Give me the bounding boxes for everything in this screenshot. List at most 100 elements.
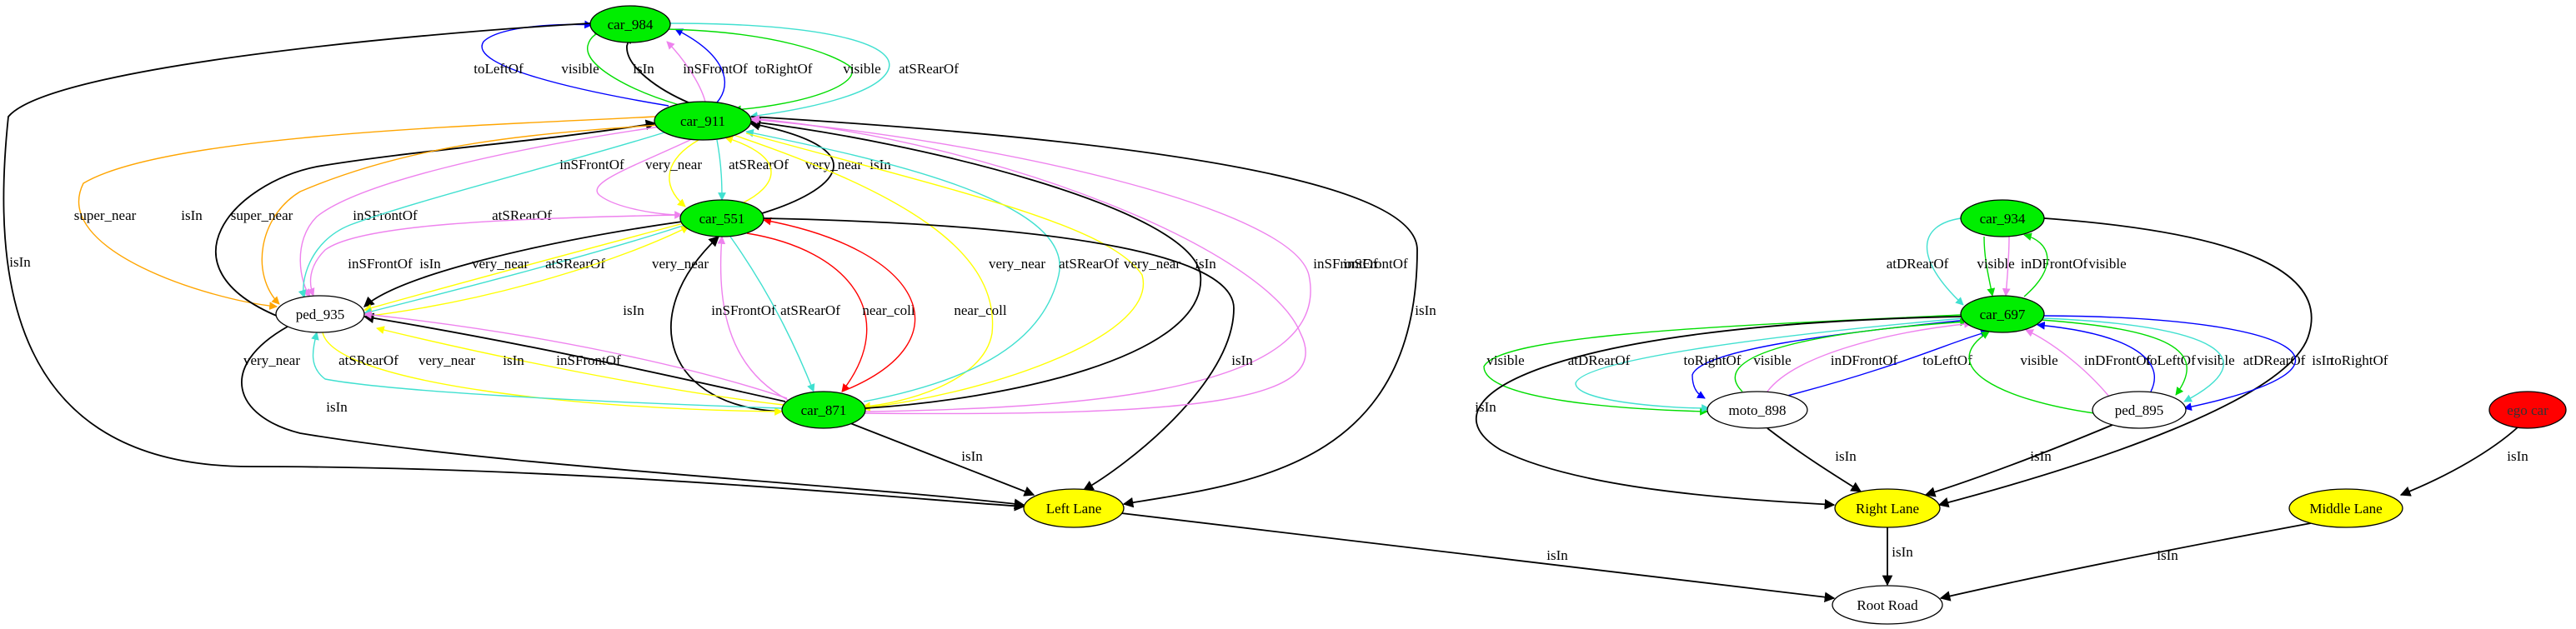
edge-car-911-very-near-car-871: very_near [745, 132, 1180, 412]
edge-label: toLeftOf [2146, 352, 2196, 368]
edge-label: visible [2197, 352, 2234, 368]
edge-label: isIn [1475, 399, 1496, 415]
node-car-984: car_984 [589, 5, 671, 43]
edge-line [2025, 329, 2110, 397]
node-label: ego car [2507, 402, 2548, 418]
edge-line [1476, 316, 1962, 510]
edge-label: isIn [326, 399, 348, 415]
edge-label: atSRearOf [338, 352, 398, 368]
edge-car-871-insfrontof-car-911: inSFrontOf [751, 114, 1408, 415]
edge-car-871-insfrontof-car-911: inSFrontOf [749, 115, 1378, 412]
edge-car-871-isin-left-lane: isIn [849, 422, 1035, 497]
edge-line [261, 124, 659, 305]
edge-line [749, 115, 1311, 412]
edge-label: isIn [1195, 256, 1216, 272]
node-car-911: car_911 [654, 101, 752, 141]
edge-ped-935-very-near-car-551: very_near [363, 226, 709, 317]
node-label: ped_935 [296, 307, 345, 322]
edge-label: isIn [1415, 302, 1436, 318]
edge-label: very_near [418, 352, 475, 368]
node-car-551: car_551 [679, 199, 764, 237]
edge-line [2037, 321, 2155, 392]
edge-line [670, 236, 784, 412]
edge-moto-898-toleftof-car-697: toLeftOf [1783, 329, 1989, 397]
edge-line [733, 134, 994, 411]
edge-line [746, 232, 868, 392]
edge-label: inSFrontOf [559, 157, 624, 172]
node-label: Right Lane [1856, 501, 1919, 517]
edge-car-984-visible-car-911: visible [666, 28, 881, 114]
edge-car-697-atdrearof-moto-898: atDRearOf [1568, 317, 1965, 412]
edge-right-lane-isin-root-road: isIn [1882, 527, 1913, 587]
edge-line [674, 28, 725, 103]
edge-line [666, 28, 853, 114]
edge-label: isIn [1546, 547, 1568, 563]
edge-line [1767, 320, 1972, 392]
edge-ped-935-isin-left-lane: isIn [241, 326, 1025, 509]
edge-label: toRightOf [1684, 352, 1742, 368]
edge-line [78, 116, 656, 311]
edge-label: visible [1977, 256, 2014, 272]
edge-label: inSFrontOf [683, 61, 748, 77]
edge-line [763, 217, 916, 392]
edge-moto-898-isin-right-lane: isIn [1767, 427, 1862, 492]
node-shape [2488, 391, 2567, 429]
node-middle-lane: Middle Lane [2288, 488, 2403, 528]
edge-label: super_near [231, 207, 293, 223]
edge-car-934-indfrontof-car-697: inDFrontOf [2002, 236, 2087, 297]
edge-car-871-insfrontof-car-551: inSFrontOf [711, 236, 789, 401]
edge-line [750, 116, 1418, 508]
edge-label: near_coll [954, 302, 1007, 318]
node-shape [679, 199, 764, 237]
edge-label: isIn [181, 207, 203, 223]
edge-car-911-torightof-car-984: toRightOf [674, 28, 813, 103]
edge-label: atSRearOf [1059, 256, 1119, 272]
edge-label: isIn [419, 256, 441, 272]
edge-line [363, 221, 683, 307]
edge-line [1926, 217, 1964, 306]
edge-line [1783, 329, 1989, 397]
edge-ped-895-visible-car-697: visible [1968, 331, 2095, 414]
edge-line [363, 224, 686, 316]
edge-line [1924, 424, 2113, 497]
edge-car-911-super-near-ped-935: super_near [231, 124, 659, 305]
node-label: moto_898 [1729, 402, 1787, 418]
edge-car-984-atsrearof-car-911: atSRearOf [668, 22, 959, 120]
edge-line [1767, 427, 1862, 492]
node-shape [2092, 391, 2187, 429]
edge-line [307, 214, 681, 297]
edge-label: atDRearOf [1568, 352, 1631, 368]
node-root-road: Root Road [1832, 585, 1943, 625]
edge-line [376, 326, 784, 406]
edge-line [724, 135, 772, 204]
node-shape [1834, 488, 1941, 528]
edge-line [749, 117, 1201, 409]
edge-car-697-visible-ped-895: visible [2040, 319, 2235, 396]
edge-line [2023, 232, 2048, 297]
node-shape [654, 101, 752, 141]
node-label: car_911 [680, 113, 725, 129]
edge-car-911-super-near-ped-935: super_near [74, 116, 656, 311]
edge-label: very_near [243, 352, 300, 368]
edge-car-551-atsrearof-ped-935: atSRearOf [363, 224, 686, 316]
edge-car-697-visible-car-934: visible [2023, 232, 2127, 297]
node-ped-895: ped_895 [2092, 391, 2187, 429]
edge-label: inSFrontOf [1313, 256, 1378, 272]
edge-line [215, 119, 657, 317]
node-right-lane: Right Lane [1834, 488, 1941, 528]
node-shape [1706, 391, 1808, 429]
node-shape [1023, 488, 1125, 528]
edge-label: super_near [74, 207, 137, 223]
edge-line [668, 22, 890, 120]
edge-label: near_coll [862, 302, 915, 318]
edge-label: atSRearOf [729, 157, 789, 172]
edge-ego-car-isin-middle-lane: isIn [2399, 427, 2528, 497]
edge-line [666, 41, 706, 102]
edge-label: toLeftOf [474, 61, 524, 77]
edge-line [749, 120, 834, 214]
edge-label: visible [843, 61, 880, 77]
edge-line [716, 139, 726, 201]
edge-car-551-near-coll-car-871: near_coll [746, 232, 915, 392]
edge-line [2002, 236, 2011, 297]
